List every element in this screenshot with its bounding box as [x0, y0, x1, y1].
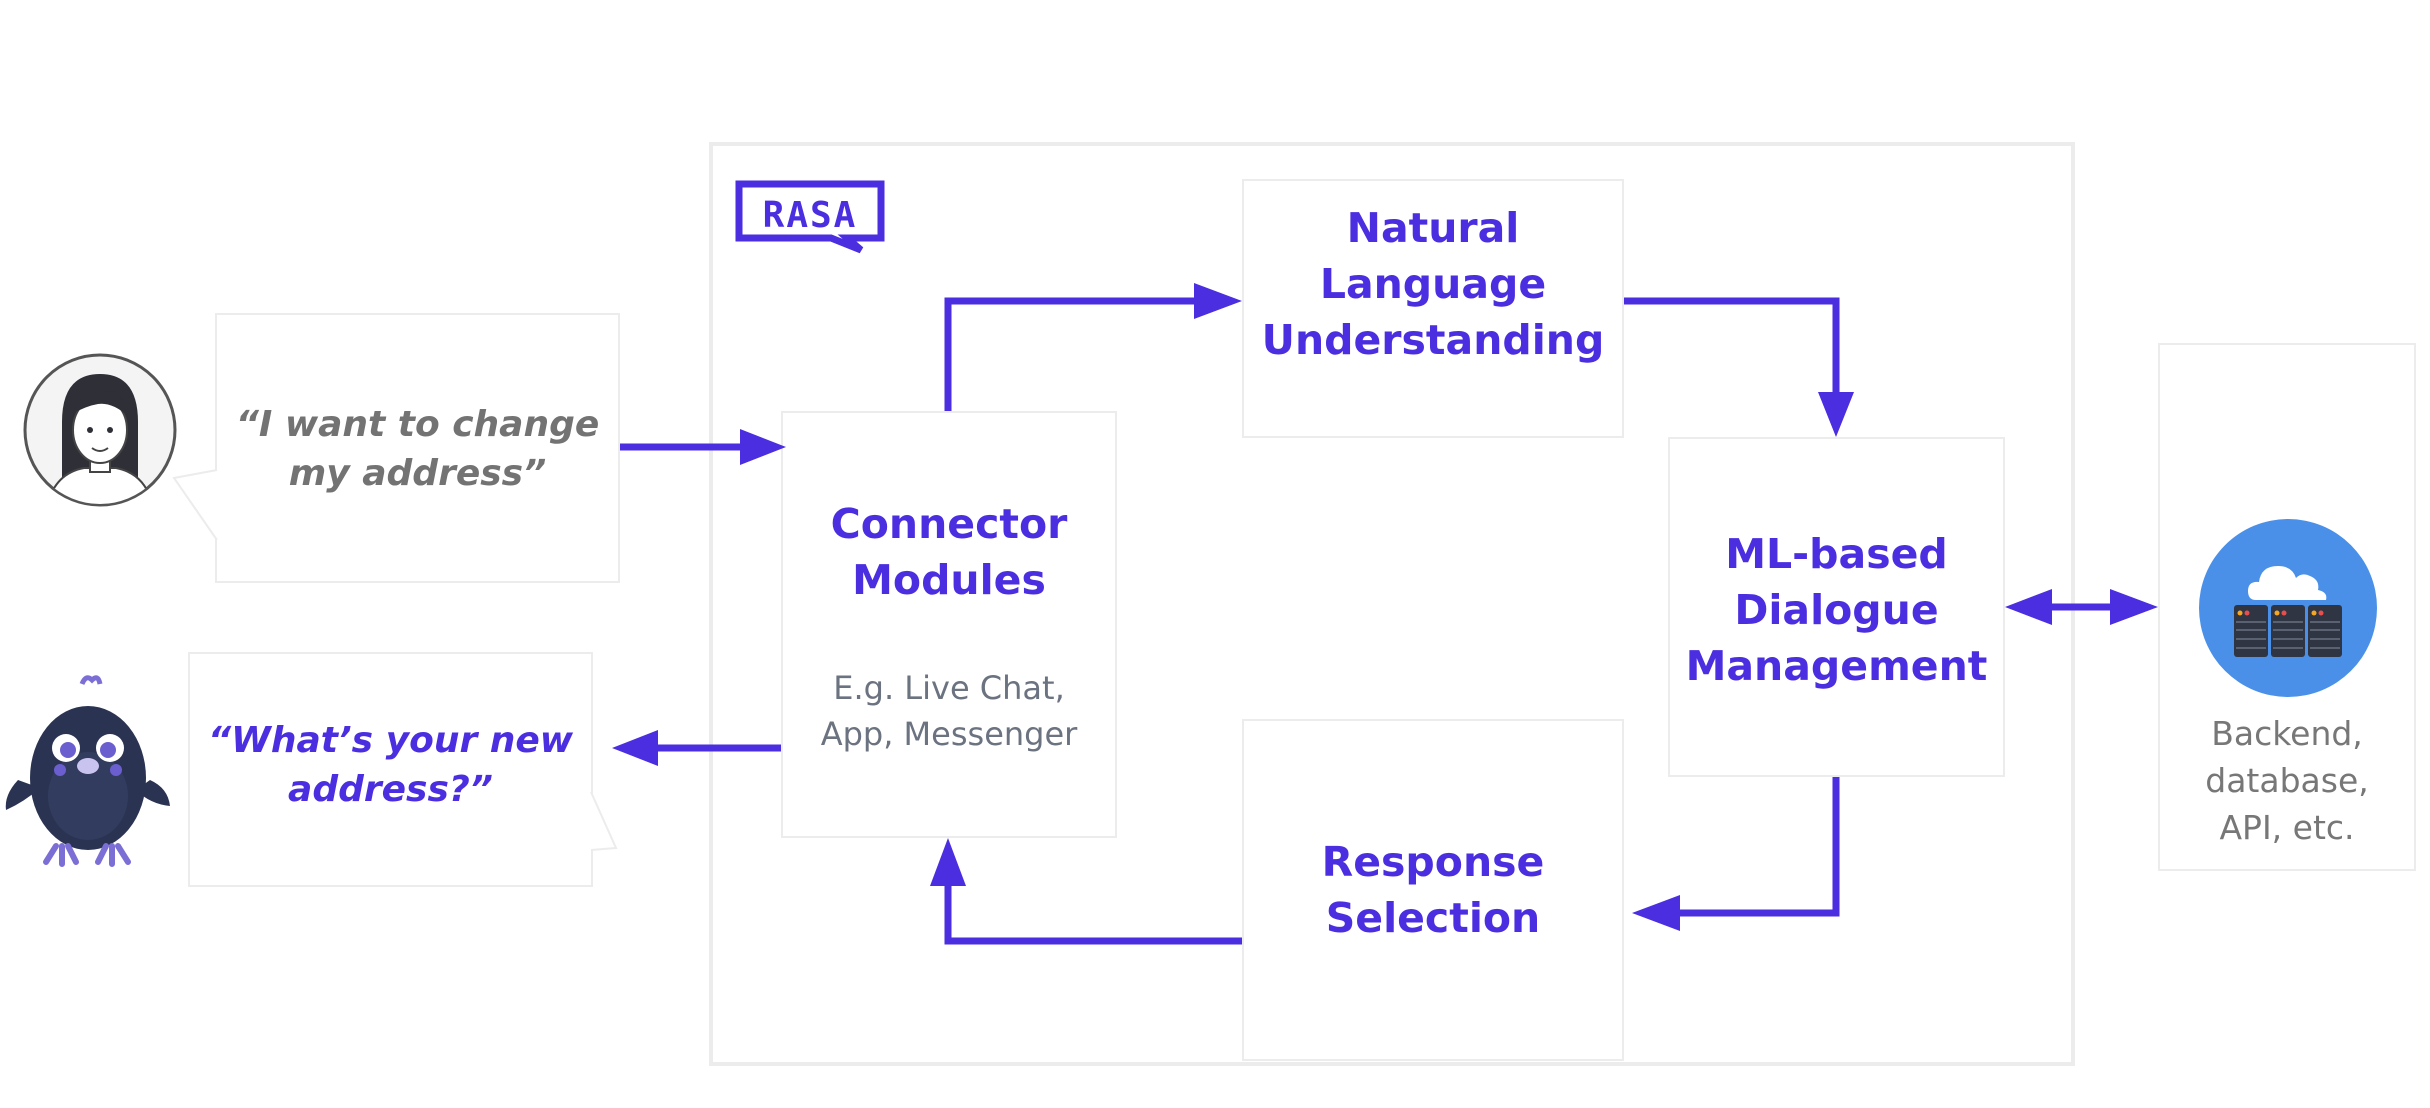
arrowhead-user-to-connector — [740, 429, 786, 465]
bot-message-bubble: “What’s your new address?” — [188, 652, 593, 887]
arrowhead-nlu-to-dialogue — [1818, 392, 1854, 437]
arrow-dialogue-to-response — [1674, 777, 1840, 917]
response-selection-box: Response Selection — [1242, 719, 1624, 1061]
user-message-bubble: “I want to change my address” — [215, 313, 620, 583]
dialogue-title-line1: ML-based — [1725, 530, 1948, 578]
backend-label-line3: API, etc. — [2219, 808, 2355, 847]
connector-modules-box: Connector Modules E.g. Live Chat, App, M… — [781, 411, 1117, 838]
user-avatar-icon — [23, 353, 177, 507]
user-message-line2: my address” — [288, 453, 547, 494]
connector-sub-line1: E.g. Live Chat, — [833, 669, 1065, 707]
user-message-line1: “I want to change — [235, 404, 600, 445]
arrowhead-dialogue-to-response — [1632, 895, 1680, 931]
rasa-logo-text: RASA — [763, 195, 858, 236]
response-title-line1: Response — [1321, 838, 1545, 886]
connector-title-line1: Connector — [830, 500, 1068, 548]
bot-message-line1: “What’s your new — [207, 720, 574, 761]
nlu-title-line1: Natural — [1346, 204, 1520, 252]
dialogue-title-line2: Dialogue — [1734, 586, 1939, 634]
arrowhead-connector-to-bot — [612, 730, 658, 766]
nlu-title-line2: Language — [1319, 260, 1547, 308]
arrowhead-backend-right — [2110, 589, 2158, 625]
rasa-logo: RASA — [735, 180, 885, 254]
backend-label-line2: database, — [2205, 761, 2369, 800]
connector-title-line2: Modules — [852, 556, 1046, 604]
dialogue-title-line3: Management — [1685, 642, 1988, 690]
cloud-server-icon — [2199, 519, 2377, 697]
nlu-title-line3: Understanding — [1261, 316, 1605, 364]
connector-sub-line2: App, Messenger — [820, 715, 1078, 753]
arrow-nlu-to-dialogue — [1624, 297, 1840, 398]
arrowhead-connector-to-nlu — [1194, 283, 1242, 319]
bot-message-line2: address?” — [288, 769, 493, 810]
dialogue-management-box: ML-based Dialogue Management — [1668, 437, 2005, 777]
response-title-line2: Selection — [1325, 894, 1541, 942]
arrow-connector-to-nlu — [944, 297, 1200, 411]
arrow-response-to-connector — [944, 880, 1242, 945]
arrowhead-dialogue-left — [2005, 589, 2052, 625]
backend-label-line1: Backend, — [2211, 714, 2363, 753]
bot-mascot-icon — [5, 675, 170, 867]
nlu-box: Natural Language Understanding — [1242, 179, 1624, 438]
arrowhead-response-to-connector — [930, 838, 966, 886]
